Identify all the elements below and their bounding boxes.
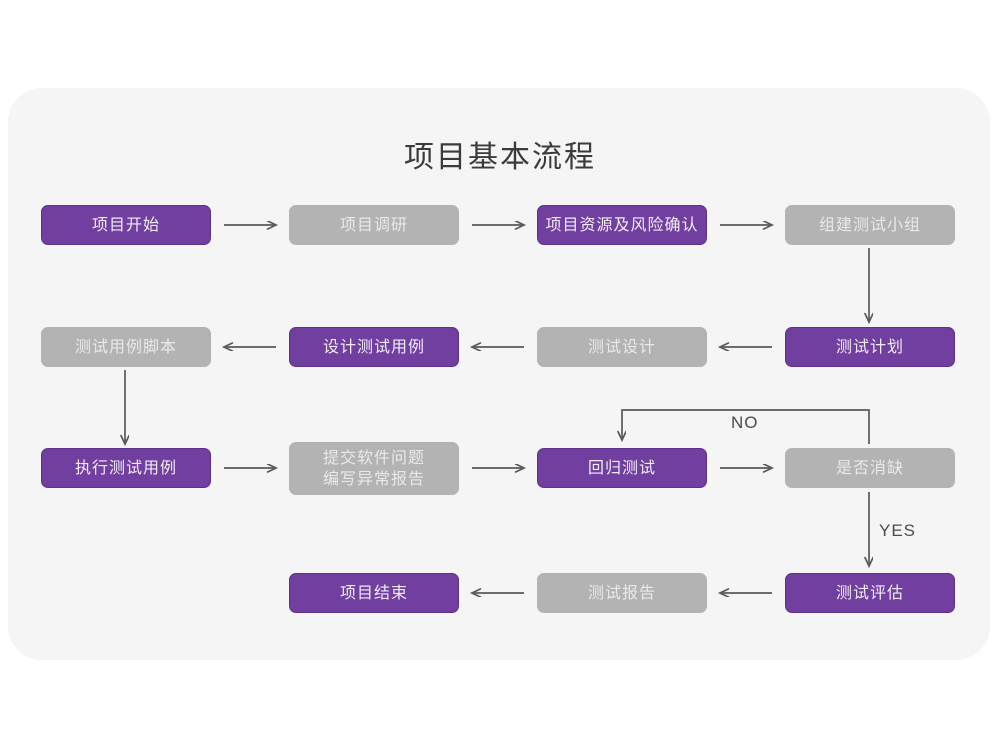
node-test-report[interactable]: 测试报告 (537, 573, 707, 613)
node-test-plan[interactable]: 测试计划 (785, 327, 955, 367)
node-test-design[interactable]: 测试设计 (537, 327, 707, 367)
node-defect-resolved[interactable]: 是否消缺 (785, 448, 955, 488)
flowchart-card (8, 88, 990, 660)
edge-label-yes: YES (879, 521, 917, 540)
node-execute-test-case[interactable]: 执行测试用例 (41, 448, 211, 488)
node-build-test-team[interactable]: 组建测试小组 (785, 205, 955, 245)
node-design-test-case[interactable]: 设计测试用例 (289, 327, 459, 367)
node-regression-test[interactable]: 回归测试 (537, 448, 707, 488)
node-test-case-script[interactable]: 测试用例脚本 (41, 327, 211, 367)
node-project-end[interactable]: 项目结束 (289, 573, 459, 613)
node-project-research[interactable]: 项目调研 (289, 205, 459, 245)
node-resource-risk-confirm[interactable]: 项目资源及风险确认 (537, 205, 707, 245)
node-test-evaluation[interactable]: 测试评估 (785, 573, 955, 613)
page-title: 项目基本流程 (404, 141, 596, 174)
edge-label-no: NO (731, 413, 759, 432)
node-project-start[interactable]: 项目开始 (41, 205, 211, 245)
node-submit-defect-report[interactable]: 提交软件问题 编写异常报告 (289, 442, 459, 495)
